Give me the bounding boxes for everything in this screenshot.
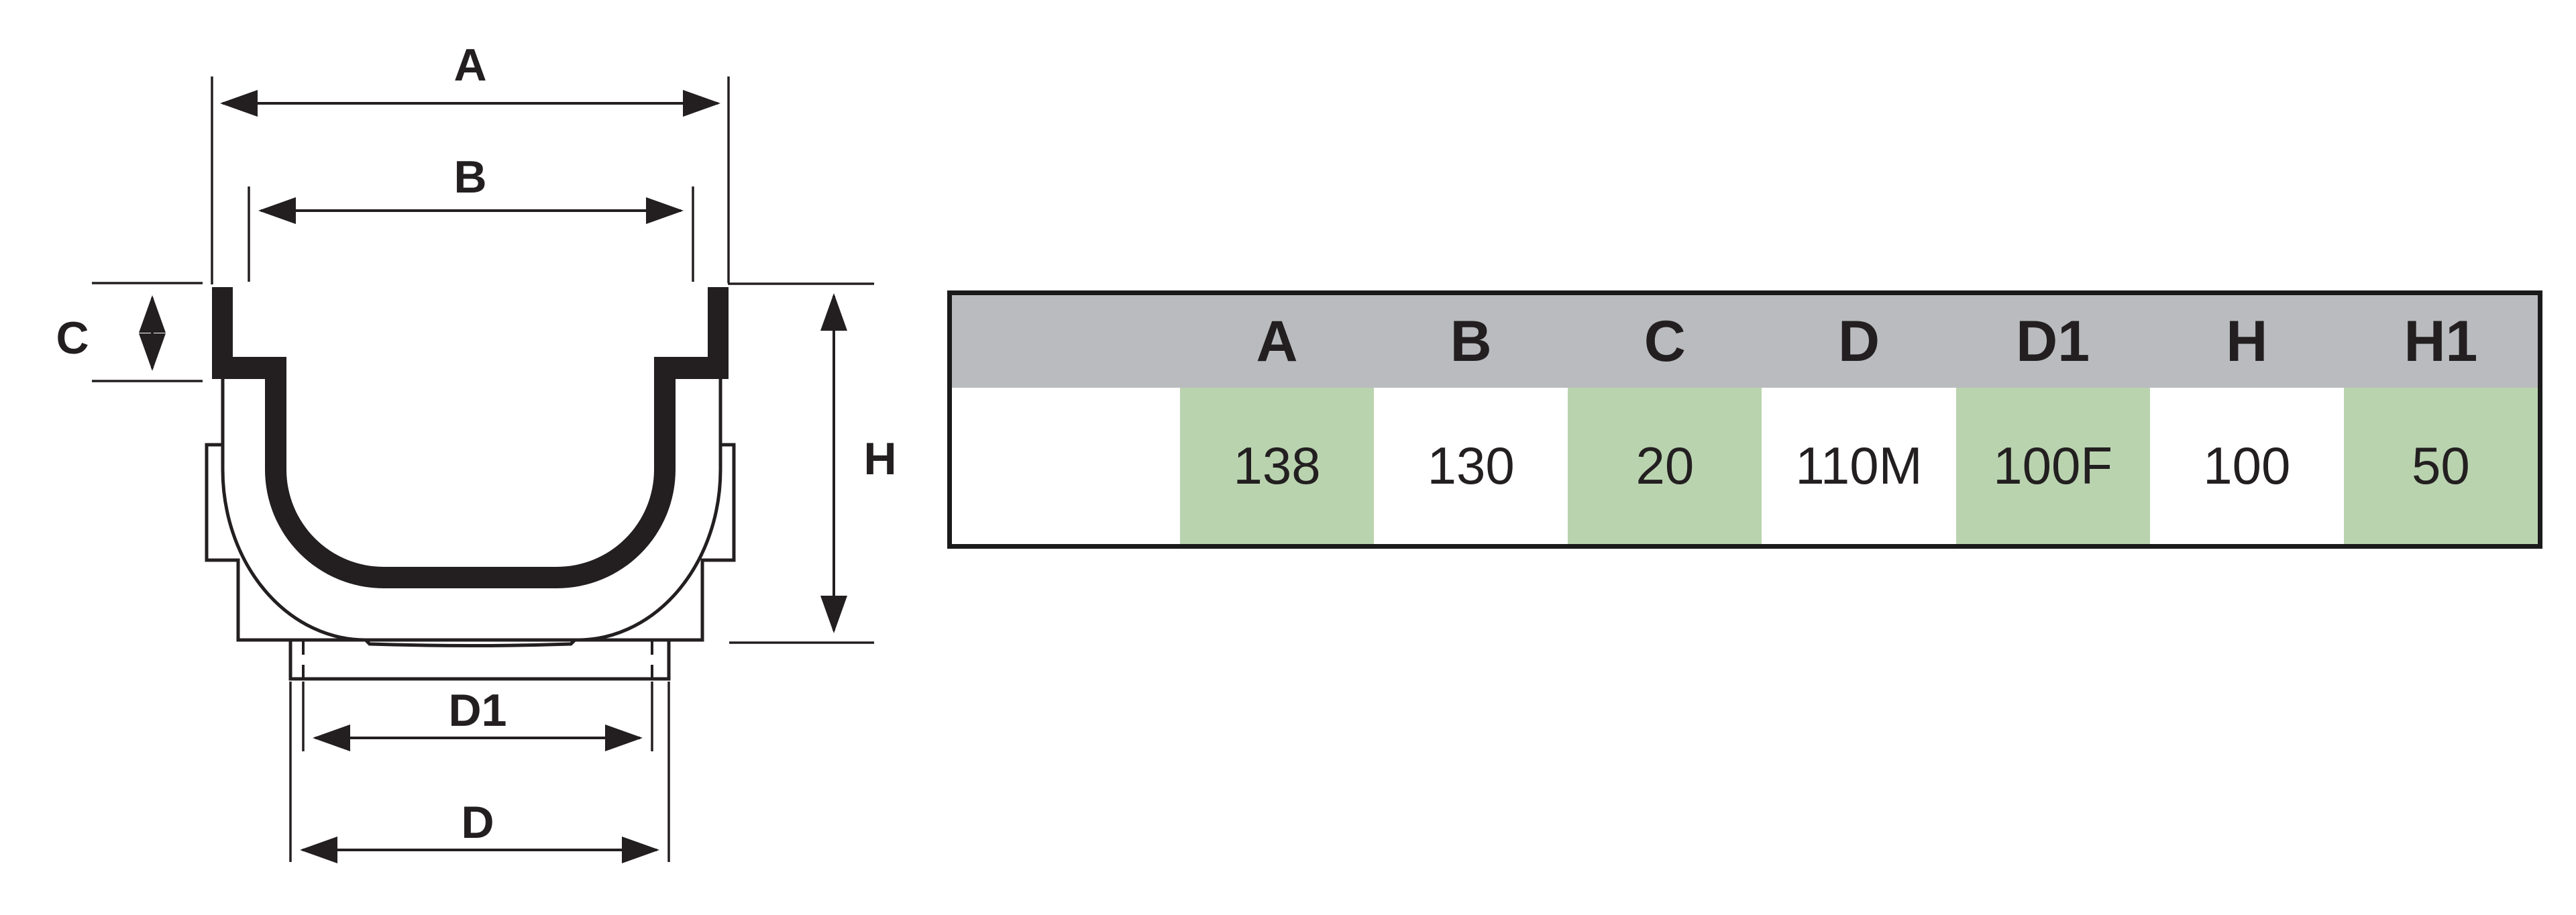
base-recess-line [364, 639, 576, 647]
table-value-h: 100 [2203, 436, 2291, 495]
dim-label-c: C [56, 313, 89, 364]
table-value-blank [952, 388, 1180, 544]
dimension-table: A B C D D1 H H1 138 130 20 110M 100F 100… [947, 290, 2542, 549]
channel-liner-profile [212, 287, 729, 588]
body-right-wall-and-curve [574, 379, 722, 642]
table-header-blank [952, 295, 1180, 388]
table-value-d: 110M [1795, 436, 1923, 495]
table-header-c: C [1644, 309, 1686, 374]
table-header-a: A [1256, 309, 1298, 374]
dim-label-h: H [863, 433, 896, 484]
dim-label-b: B [453, 152, 486, 203]
table-value-c: 20 [1568, 388, 1762, 544]
table-header-h1: H1 [2404, 309, 2478, 374]
dim-label-a: A [453, 40, 486, 91]
dimension-table-value-row: 138 130 20 110M 100F 100 50 [952, 388, 2538, 544]
body-left-wall-and-curve [221, 379, 366, 642]
table-value-a: 138 [1180, 388, 1375, 544]
table-header-b: B [1450, 309, 1492, 374]
dim-label-d: D [461, 797, 494, 848]
table-value-d1: 100F [1955, 388, 2150, 544]
table-header-d1: D1 [2016, 309, 2090, 374]
body-lugs-and-base-outline [205, 443, 736, 642]
dim-label-d1: D1 [449, 685, 507, 736]
dimension-table-header-row: A B C D D1 H H1 [952, 295, 2538, 388]
table-value-h1: 50 [2343, 388, 2538, 544]
spigot-outline [288, 640, 671, 681]
channel-cross-section-diagram: A B C H D1 D [56, 40, 897, 863]
table-header-h: H [2226, 309, 2268, 374]
table-value-b: 130 [1427, 436, 1515, 495]
table-header-d: D [1837, 309, 1880, 374]
